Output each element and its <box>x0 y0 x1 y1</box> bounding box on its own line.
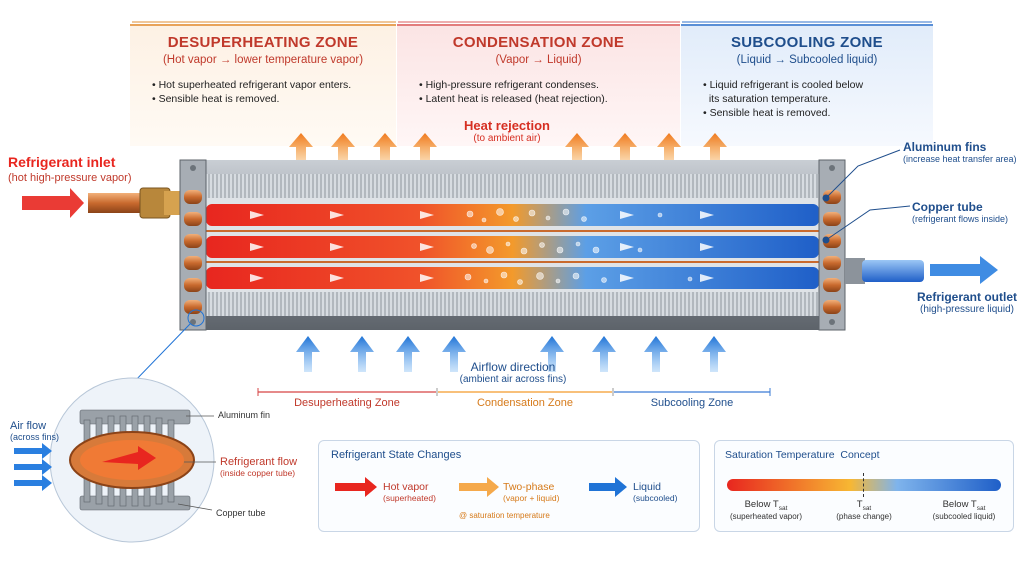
state-two-phase-sub: (vapor + liquid) <box>503 493 560 503</box>
detail-refrigerant-flow-subtitle: (inside copper tube) <box>220 468 296 478</box>
outlet-title: Refrigerant outlet <box>916 290 1017 304</box>
refrigerant-states-panel: Refrigerant State Changes Hot vapor (sup… <box>318 440 700 532</box>
detail-fin-label: Aluminum fin <box>218 410 271 420</box>
copper-tube-subtitle: (refrigerant flows inside) <box>912 214 1009 224</box>
states-panel-title: Refrigerant State Changes <box>331 449 462 461</box>
state-hot-vapor: Hot vapor <box>383 481 429 493</box>
sat-t-desc: (phase change) <box>836 511 892 521</box>
heat-rejection-title: Heat rejection <box>464 118 550 133</box>
detail-refrigerant-flow-title: Refrigerant flow <box>220 456 298 468</box>
zone-scale-line <box>257 388 771 396</box>
state-two-phase-note: @ saturation temperature <box>459 511 550 520</box>
sat-below-right-sub: sat <box>976 504 986 512</box>
subcooling-zone-box: SUBCOOLING ZONE (Liquid → Subcooled liqu… <box>681 24 933 146</box>
outlet-label: Refrigerant outlet (high-pressure liquid… <box>912 290 1022 315</box>
desuperheating-bullet-2: • Sensible heat is removed. <box>152 93 280 105</box>
detail-refrigerant-flow-label: Refrigerant flow (inside copper tube) <box>220 456 297 478</box>
sat-below-left-sub: sat <box>778 504 788 512</box>
outlet-pipe <box>845 258 924 284</box>
scale-subcooling: Subcooling Zone <box>650 397 734 409</box>
copper-tube-title: Copper tube <box>912 200 983 214</box>
sat-t-sub: sat <box>862 504 872 512</box>
outlet-subtitle: (high-pressure liquid) <box>920 304 1014 315</box>
state-liquid-sub: (subcooled) <box>633 493 678 503</box>
sat-below-right-desc: (subcooled liquid) <box>932 511 996 521</box>
aluminum-fins-title: Aluminum fins <box>903 140 987 154</box>
condensation-zone-title: CONDENSATION ZONE <box>452 34 625 51</box>
subcooling-bullet-3: • Sensible heat is removed. <box>703 107 831 119</box>
condensation-zone-box: CONDENSATION ZONE (Vapor → Liquid) • Hig… <box>397 24 680 146</box>
aluminum-fins-subtitle: (increase heat transfer area) <box>903 154 1017 164</box>
state-two-phase: Two-phase <box>503 481 555 493</box>
subcooling-bullet-1: • Liquid refrigerant is cooled below <box>703 79 864 91</box>
sat-t: T <box>856 499 863 510</box>
copper-tube-label: Copper tube (refrigerant flows inside) <box>912 200 1022 224</box>
condensation-bullet-2: • Latent heat is released (heat rejectio… <box>419 93 608 105</box>
desuperheating-zone-box: DESUPERHEATING ZONE (Hot vapor → lower t… <box>130 24 396 146</box>
detail-tube-label: Copper tube <box>216 508 266 518</box>
heat-rejection-subtitle: (to ambient air) <box>473 133 541 144</box>
outlet-arrow <box>930 256 998 284</box>
scale-condensation: Condensation Zone <box>476 397 573 409</box>
subcooling-bullet-2: its saturation temperature. <box>703 93 831 105</box>
airflow-subtitle: (ambient air across fins) <box>459 374 567 385</box>
saturation-panel: Saturation Temperature Concept Below Tsa… <box>714 440 1014 532</box>
detail-air-flow-title: Air flow <box>10 420 47 432</box>
sat-below-left-desc: (superheated vapor) <box>729 511 803 521</box>
condensation-zone-subtitle: (Vapor → Liquid) <box>495 54 582 66</box>
callout-lines <box>131 149 911 385</box>
subcooling-zone-title: SUBCOOLING ZONE <box>730 34 883 51</box>
state-liquid: Liquid <box>633 481 662 493</box>
inlet-pipe <box>88 187 182 219</box>
sat-below-left: Below T <box>744 499 779 510</box>
inlet-label: Refrigerant inlet (hot high-pressure vap… <box>8 154 132 184</box>
detail-air-flow-subtitle: (across fins) <box>10 432 60 442</box>
inlet-subtitle: (hot high-pressure vapor) <box>8 172 132 184</box>
condensation-bullet-1: • High-pressure refrigerant condenses. <box>419 79 599 91</box>
scale-desuperheating: Desuperheating Zone <box>294 397 400 409</box>
airflow-title: Airflow direction <box>470 360 556 374</box>
inlet-arrow <box>22 188 84 218</box>
state-hot-vapor-sub: (superheated) <box>383 493 436 503</box>
subcooling-zone-subtitle: (Liquid → Subcooled liquid) <box>736 54 878 66</box>
aluminum-fins-label: Aluminum fins (increase heat transfer ar… <box>903 140 1021 164</box>
heat-rejection-arrows <box>289 133 727 165</box>
desuperheating-bullet-1: • Hot superheated refrigerant vapor ente… <box>152 79 352 91</box>
state-arrows <box>335 477 627 497</box>
saturation-gradient-bar <box>727 479 1001 491</box>
desuperheating-zone-title: DESUPERHEATING ZONE <box>167 34 359 51</box>
heat-rejection-label: Heat rejection (to ambient air) <box>452 118 562 144</box>
airflow-arrows <box>296 336 726 372</box>
airflow-label: Airflow direction (ambient air across fi… <box>448 360 578 385</box>
desuperheating-zone-subtitle: (Hot vapor → lower temperature vapor) <box>162 54 364 66</box>
sat-below-right: Below T <box>942 499 977 510</box>
condenser-body <box>179 159 846 331</box>
detail-inset <box>14 377 216 543</box>
saturation-marker <box>863 473 864 497</box>
detail-air-flow-label: Air flow (across fins) <box>10 420 59 442</box>
inlet-title: Refrigerant inlet <box>8 154 116 170</box>
saturation-panel-title: Saturation Temperature Concept <box>725 449 880 461</box>
